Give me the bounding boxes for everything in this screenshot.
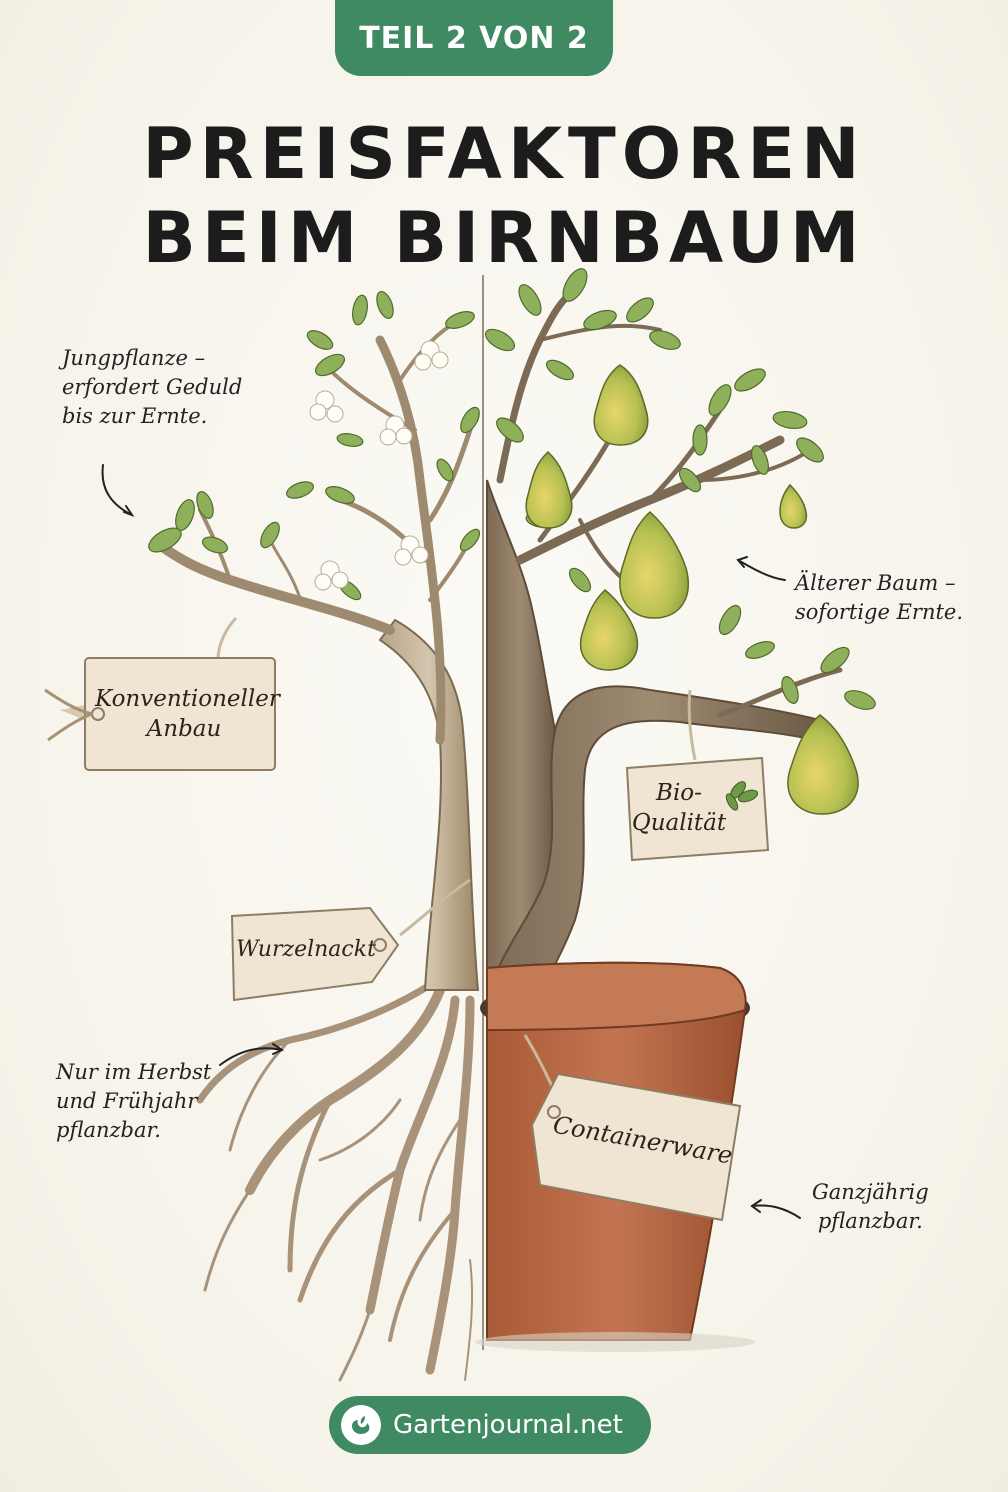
left-young-tree <box>148 291 481 1382</box>
young-leaves <box>148 291 481 601</box>
right-mature-tree <box>475 268 876 1352</box>
tag-conventional-graphic <box>44 616 276 771</box>
page-title-line-2: BEIM BIRNBAUM <box>142 197 866 279</box>
gartenjournal-logo-icon <box>341 1405 381 1445</box>
note-year-round: Ganzjährig pflanzbar. <box>812 1180 929 1233</box>
note-older-tree: Älterer Baum – sofortige Ernte. <box>795 571 964 624</box>
tag-organic-graphic <box>625 689 770 862</box>
note-young-plant: Jungpflanze – erfordert Geduld bis zur E… <box>62 346 243 428</box>
site-name: Gartenjournal.net <box>393 1410 623 1440</box>
tag-container-graphic <box>523 1034 742 1222</box>
page-title-line-1: PREISFAKTOREN <box>142 113 866 195</box>
pears <box>525 364 859 815</box>
tag-bare-root-graphic <box>230 878 471 1002</box>
site-badge[interactable]: Gartenjournal.net <box>329 1396 651 1454</box>
blossoms <box>309 340 449 591</box>
note-planting-time: Nur im Herbst und Frühjahr pflanzbar. <box>56 1060 212 1142</box>
tag-organic-label: Bio- Qualität <box>631 780 727 836</box>
part-badge: TEIL 2 VON 2 <box>335 0 613 76</box>
tag-conventional-label: Konventioneller Anbau <box>95 686 280 742</box>
tag-bare-root-label: Wurzelnackt <box>236 937 376 962</box>
bare-roots <box>196 981 475 1382</box>
annotation-arrows <box>101 464 801 1219</box>
young-trunk <box>378 618 480 991</box>
